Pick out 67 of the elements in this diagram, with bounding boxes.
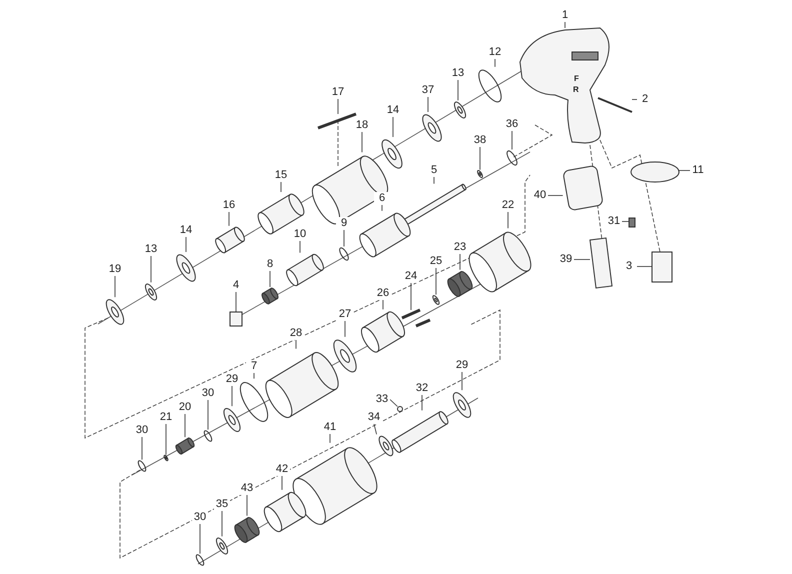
spring (234, 517, 260, 543)
callout-number: 24 (403, 270, 419, 283)
callout-number: 30 (192, 511, 208, 524)
o-ring (138, 460, 146, 472)
block (230, 312, 242, 326)
gear (447, 271, 473, 297)
air-inlet-fitting (652, 252, 672, 282)
leader-line (548, 195, 564, 196)
end-cap (106, 299, 124, 325)
end-plate (176, 254, 196, 282)
leader-line (184, 414, 186, 438)
callout-number: 42 (274, 463, 290, 476)
o-ring (196, 554, 204, 566)
leader-line (678, 170, 690, 171)
washer (432, 295, 440, 305)
callout-number: 27 (337, 308, 353, 321)
screw (628, 218, 636, 228)
plate (589, 237, 613, 289)
leader-line (494, 58, 496, 68)
leader-line (246, 494, 248, 516)
washer (477, 170, 483, 178)
pin (317, 112, 357, 130)
ball (397, 406, 403, 412)
end-plate (382, 139, 402, 169)
callout-number: 35 (214, 498, 230, 511)
callout-number: 6 (374, 192, 390, 205)
pin (598, 97, 632, 113)
leader-line (392, 116, 394, 138)
callout-number: 43 (239, 482, 255, 495)
leader-line (228, 212, 230, 226)
leader-line (280, 182, 282, 192)
leader-line (636, 266, 652, 267)
leader-line (374, 424, 377, 435)
leader-line (382, 300, 384, 310)
washer (223, 408, 241, 432)
ball (164, 454, 168, 462)
leader-line (632, 99, 638, 100)
leader-line (150, 256, 152, 283)
callout-number: 34 (366, 411, 382, 424)
washer (216, 538, 228, 554)
leader-line (574, 259, 590, 260)
o-ring (240, 382, 268, 422)
bearing (454, 102, 466, 118)
washer (422, 114, 442, 142)
leader-line (114, 276, 116, 298)
switch-label: F (574, 74, 579, 83)
spring (175, 437, 195, 455)
switch-label: R (573, 85, 579, 94)
o-ring (204, 430, 212, 442)
leader-line (564, 22, 566, 28)
o-ring (506, 150, 518, 166)
leader-line (622, 221, 630, 222)
tool-housing-drawing (520, 28, 610, 144)
o-ring (478, 70, 502, 102)
plate (630, 162, 680, 182)
callout-number: 28 (288, 327, 304, 340)
bearing (333, 340, 357, 372)
callout-number: 26 (375, 287, 391, 300)
leader-line (344, 320, 346, 338)
leader-line (410, 282, 412, 310)
spring (262, 288, 278, 304)
leader-line (390, 399, 398, 407)
bearing (378, 436, 394, 456)
washer (452, 392, 472, 418)
pins (401, 308, 431, 328)
bearing (144, 284, 158, 300)
o-ring (339, 247, 349, 261)
